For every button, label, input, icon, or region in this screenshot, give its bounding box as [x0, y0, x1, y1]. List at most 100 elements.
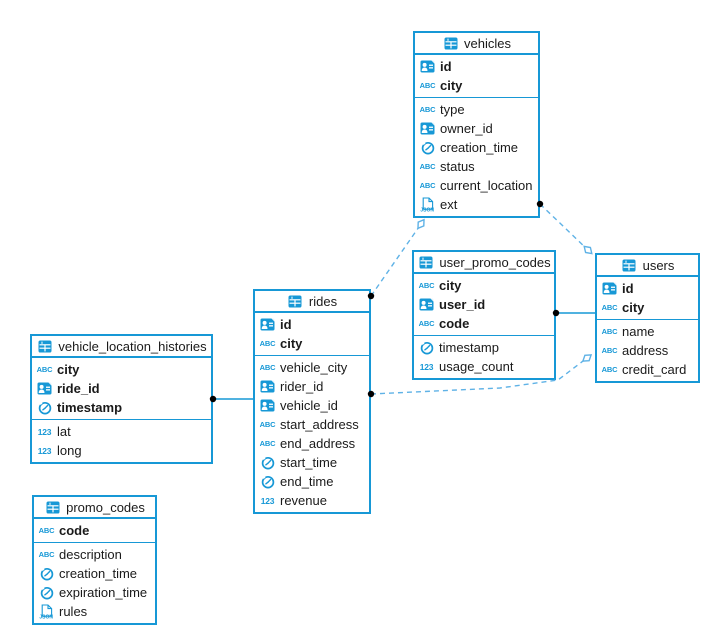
table-header[interactable]: user_promo_codes — [414, 252, 554, 274]
column-row[interactable]: id — [255, 315, 369, 334]
column-row[interactable]: timestamp — [32, 398, 211, 417]
column-row[interactable]: end_time — [255, 472, 369, 491]
column-row[interactable]: ABC start_address — [255, 415, 369, 434]
table-header[interactable]: users — [597, 255, 698, 277]
column-name: expiration_time — [59, 585, 148, 600]
column-row[interactable]: JSON ext — [415, 195, 538, 214]
column-row[interactable]: ABC city — [597, 298, 698, 317]
table-name: vehicles — [464, 35, 511, 51]
column-name: end_time — [280, 474, 334, 489]
column-name: creation_time — [59, 566, 138, 581]
table-icon — [287, 294, 304, 308]
column-row[interactable]: ABC current_location — [415, 176, 538, 195]
text-type-icon: ABC — [419, 181, 436, 190]
text-type-icon: ABC — [418, 281, 435, 290]
column-row[interactable]: owner_id — [415, 119, 538, 138]
column-name: revenue — [280, 493, 327, 508]
table-name: vehicle_location_histories — [58, 338, 207, 354]
relationship-user_promo_codes-users[interactable] — [552, 309, 595, 317]
table-header[interactable]: vehicles — [415, 33, 538, 55]
table-header[interactable]: vehicle_location_histories — [32, 336, 211, 358]
column-name: lat — [57, 424, 71, 439]
json-icon: JSON — [38, 604, 55, 619]
table-name: promo_codes — [66, 499, 145, 515]
svg-text:JSON: JSON — [420, 208, 434, 212]
column-row[interactable]: start_time — [255, 453, 369, 472]
column-row[interactable]: ride_id — [32, 379, 211, 398]
column-name: current_location — [440, 178, 533, 193]
column-name: address — [622, 343, 669, 358]
text-type-icon: ABC — [601, 303, 618, 312]
column-row[interactable]: rider_id — [255, 377, 369, 396]
column-row[interactable]: id — [597, 279, 698, 298]
table-icon — [36, 339, 53, 353]
datetime-icon — [419, 141, 436, 155]
table-name: user_promo_codes — [439, 254, 551, 270]
column-row[interactable]: creation_time — [415, 138, 538, 157]
table-header[interactable]: promo_codes — [34, 497, 155, 519]
uuid-icon — [259, 380, 276, 394]
column-name: end_address — [280, 436, 356, 451]
column-row[interactable]: user_id — [414, 295, 554, 314]
relationship-line[interactable] — [539, 203, 589, 251]
column-row[interactable]: vehicle_id — [255, 396, 369, 415]
column-row[interactable]: creation_time — [34, 564, 155, 583]
column-name: start_address — [280, 417, 359, 432]
column-name: usage_count — [439, 359, 514, 374]
column-name: ride_id — [57, 381, 100, 396]
text-type-icon: ABC — [259, 420, 276, 429]
column-name: city — [622, 300, 645, 315]
text-type-icon: ABC — [419, 162, 436, 171]
table-header[interactable]: rides — [255, 291, 369, 313]
column-name: city — [440, 78, 463, 93]
column-row[interactable]: id — [415, 57, 538, 76]
uuid-icon — [36, 382, 53, 396]
column-row[interactable]: expiration_time — [34, 583, 155, 602]
column-name: credit_card — [622, 362, 687, 377]
relationship-vehicles-users[interactable] — [536, 200, 593, 255]
relationship-diamond-marker — [583, 245, 593, 255]
text-type-icon: ABC — [38, 526, 55, 535]
column-row[interactable]: JSON rules — [34, 602, 155, 621]
relationship-vehicle_location_histories-rides[interactable] — [209, 395, 253, 403]
column-name: city — [280, 336, 303, 351]
column-name: creation_time — [440, 140, 519, 155]
column-row[interactable]: timestamp — [414, 338, 554, 357]
table-icon — [621, 258, 638, 272]
column-name: ext — [440, 197, 458, 212]
table-name: users — [642, 257, 675, 273]
datetime-icon — [38, 586, 55, 600]
column-name: long — [57, 443, 82, 458]
column-name: timestamp — [439, 340, 499, 355]
